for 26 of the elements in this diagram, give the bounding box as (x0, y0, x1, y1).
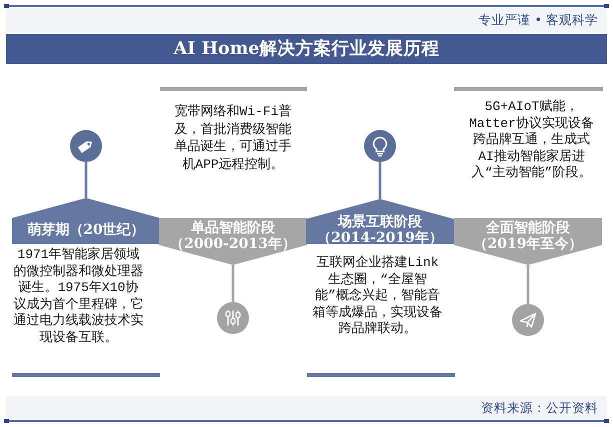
stage-title: 萌芽期（20世纪） (26, 222, 146, 238)
stage-banner (159, 218, 307, 265)
connector-line (378, 162, 382, 199)
date-range: （2014-2019年） (316, 230, 444, 246)
date-range: （2000-2013年） (169, 236, 297, 252)
connector-line (84, 162, 88, 198)
description-text: 宽带网络和Wi-Fi普及，首批消费级智能单品诞生，可通过手机APP远程控制。 (173, 103, 292, 173)
paper-plane-icon (512, 304, 544, 336)
sliders-icon (217, 302, 249, 334)
lightbulb-icon (364, 130, 396, 162)
connector-line (526, 265, 530, 304)
tagline: 专业严谨 • 客观科学 (478, 12, 598, 28)
connector-line (232, 265, 234, 302)
stage-banner (12, 198, 160, 244)
stage-banner (454, 218, 602, 265)
stage-banner (306, 199, 454, 244)
description-text: 5G+AIoT赋能，Matter协议实现设备跨品牌互通，生成式AI推动智能家居进入“主动智能”阶段。 (468, 99, 595, 182)
date-range: （2019年至今） (472, 236, 584, 252)
description-text: 互联网企业搭建Link生态圈，“全屋智能”概念兴起，智能音箱等成爆品，实现设备跨品牌联动。 (312, 255, 443, 338)
source-note: 资料来源：公开资料 (481, 400, 598, 416)
stage-title: 场景互联阶段 (336, 214, 423, 230)
tag-icon (70, 130, 102, 162)
stage-title: 单品智能阶段 (190, 220, 276, 236)
description-text: 1971年智能家居领域的微控制器和微处理器诞生。1975年X10协议成为首个里程碑，它通过电力线载波技术实现设备互联。 (13, 247, 144, 346)
title-banner: AI Home解决方案行业发展历程 (6, 34, 607, 64)
stage-title: 全面智能阶段 (485, 220, 571, 236)
